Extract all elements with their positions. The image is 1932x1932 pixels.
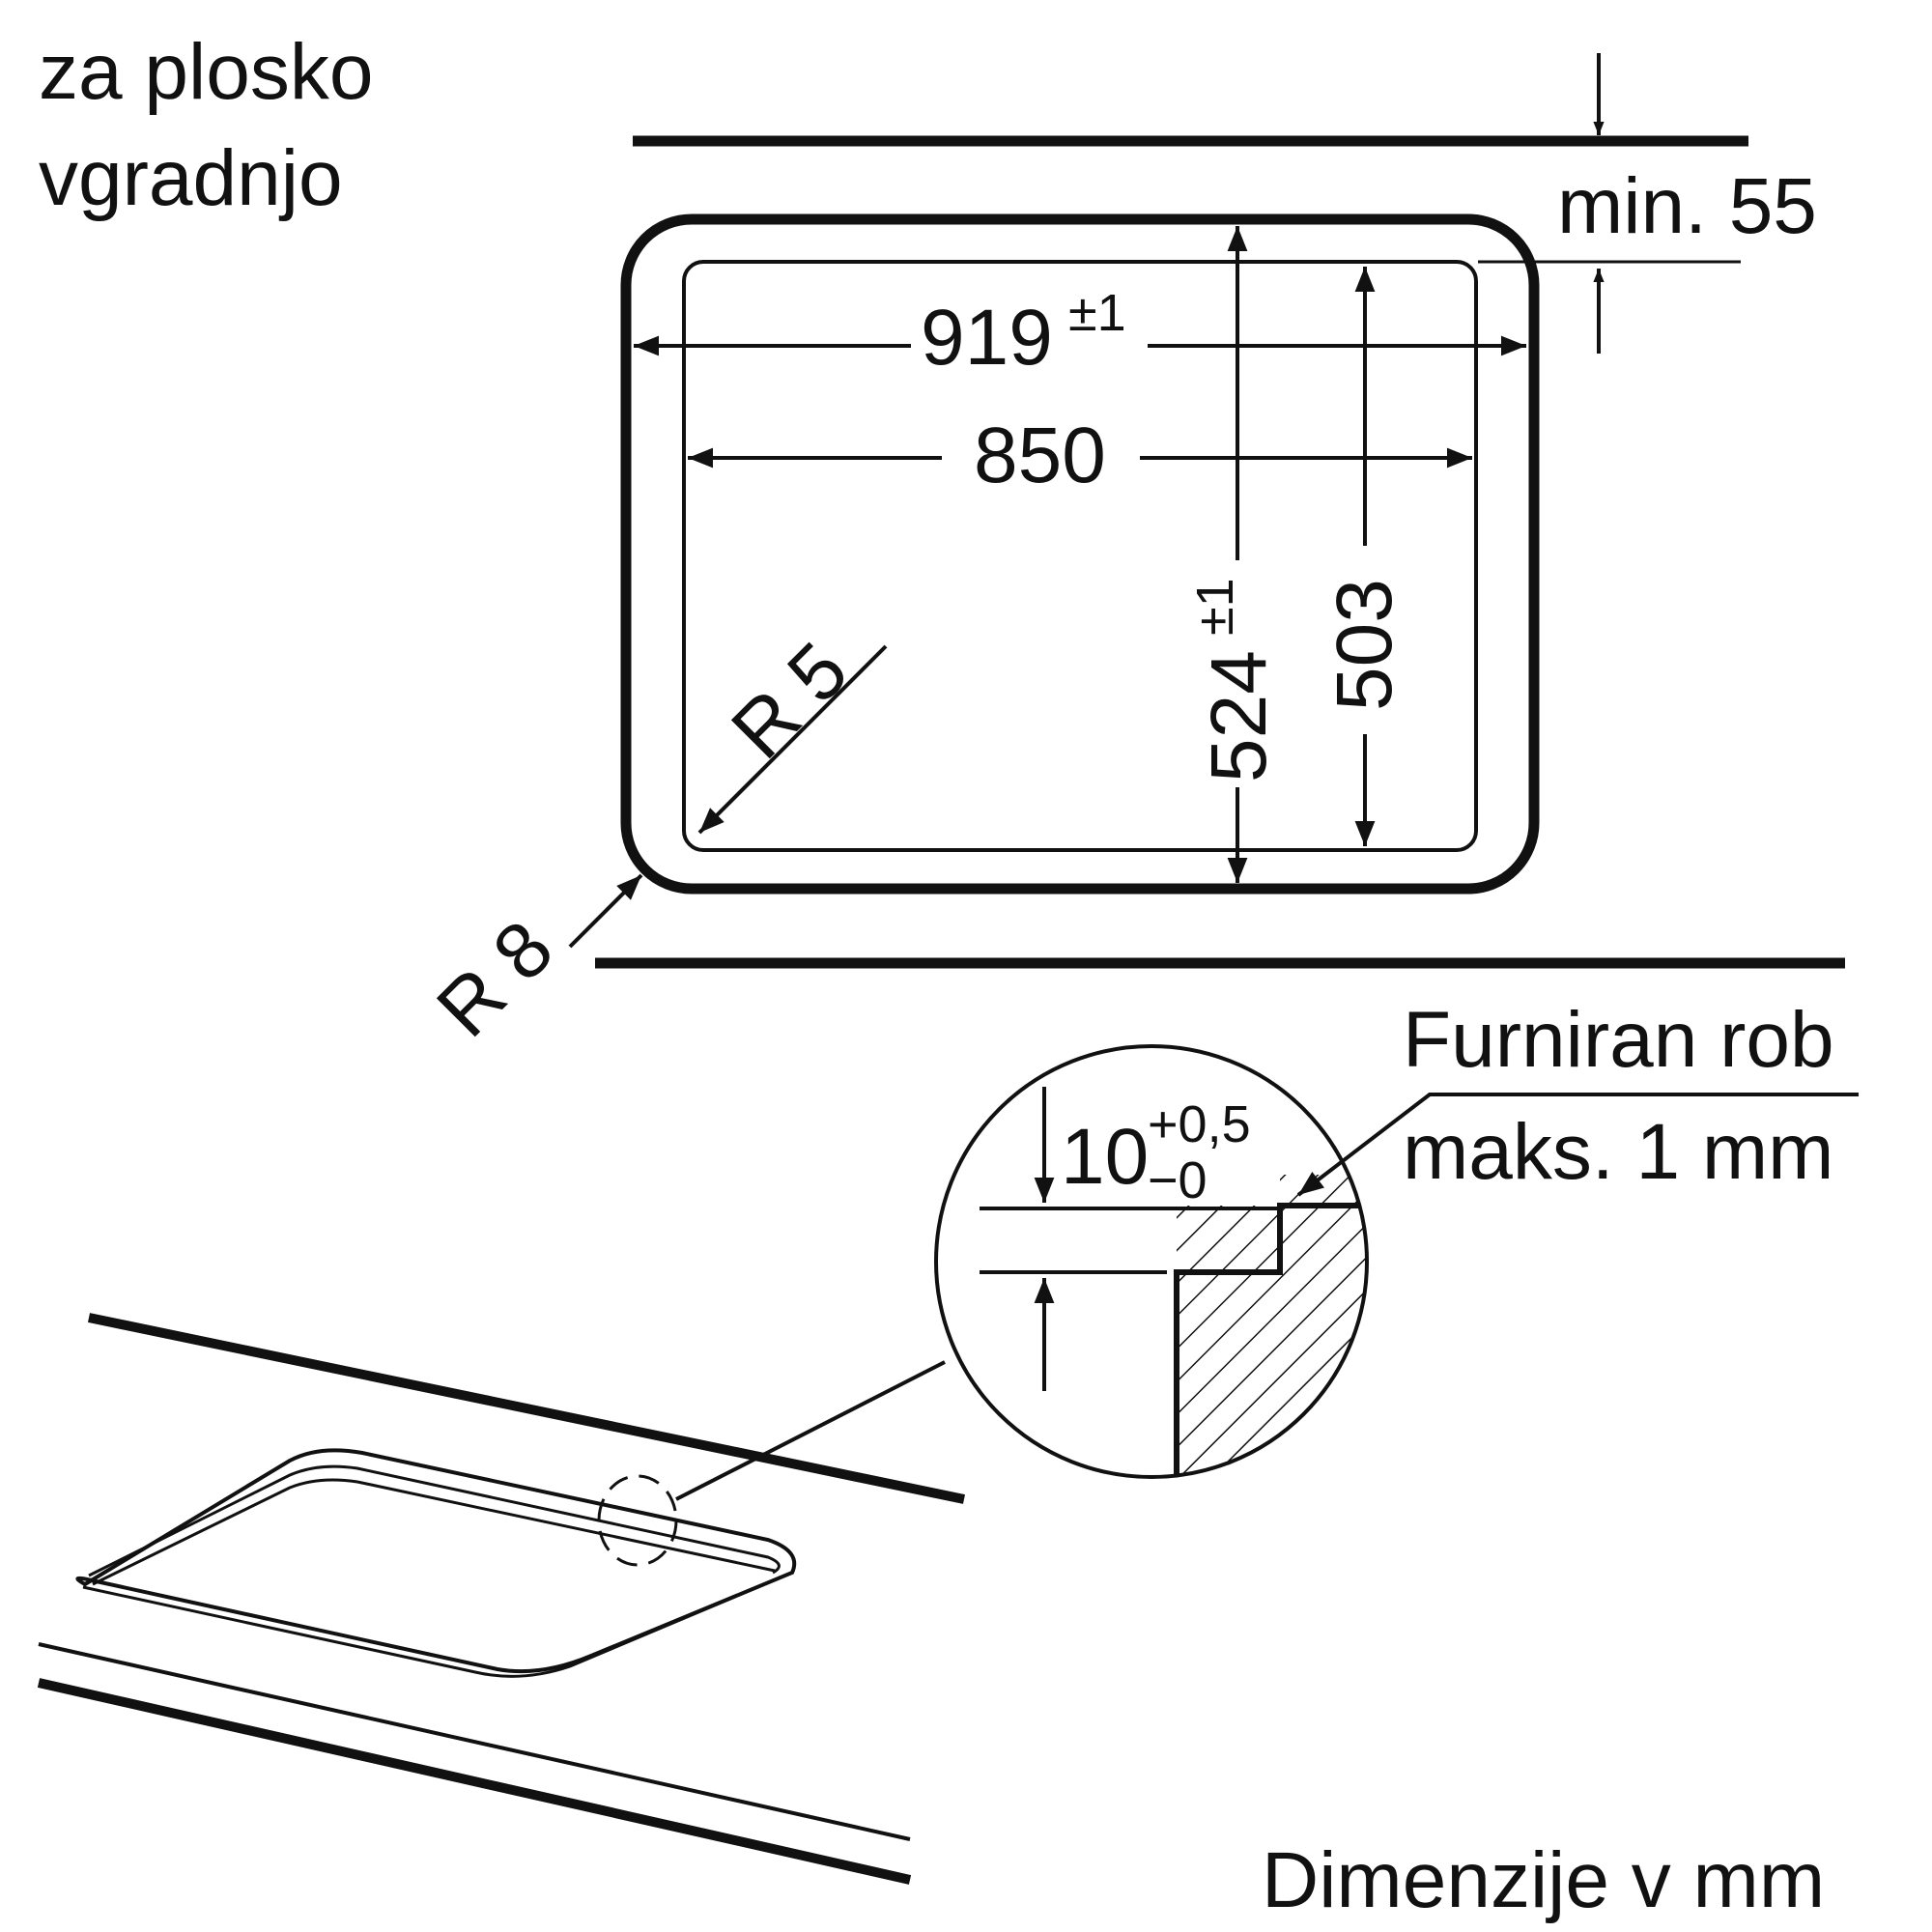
veneer-edge-label-line-2: maks. 1 mm bbox=[1403, 1108, 1833, 1196]
heading-line-1: za plosko bbox=[39, 28, 373, 116]
outer-depth-tolerance: ±1 bbox=[1186, 578, 1244, 636]
recess-tol-minus: −0 bbox=[1148, 1151, 1208, 1209]
hob-rim-line-2 bbox=[92, 1478, 776, 1586]
veneer-edge-leader bbox=[1296, 1093, 1859, 1197]
units-note: Dimenzije v mm bbox=[1262, 1836, 1825, 1924]
worktop-front-bottom-edge bbox=[37, 1678, 912, 1885]
inner-depth-value: 503 bbox=[1321, 579, 1408, 711]
heading-line-2: vgradnjo bbox=[39, 134, 343, 222]
outer-width-value: 919 bbox=[921, 294, 1053, 382]
outer-depth-value: 524 bbox=[1195, 650, 1283, 782]
inner-cutout-outline bbox=[682, 260, 1478, 852]
outer-radius-leader bbox=[568, 873, 643, 949]
detail-circle bbox=[934, 1044, 1369, 1479]
hob-outer-outline bbox=[75, 1448, 797, 1674]
inner-width-value: 850 bbox=[974, 412, 1106, 499]
recess-tol-plus: +0,5 bbox=[1148, 1095, 1251, 1153]
hob-front-edge bbox=[82, 1577, 780, 1678]
worktop-back-edge-perspective bbox=[87, 1313, 966, 1504]
perspective-view bbox=[37, 1313, 966, 1885]
detail-marker-circle bbox=[597, 1474, 678, 1567]
recess-value: 10 bbox=[1061, 1113, 1149, 1201]
inner-radius-leader bbox=[697, 644, 888, 835]
inner-radius-label: R 5 bbox=[715, 626, 865, 776]
min-gap-label: min. 55 bbox=[1557, 162, 1817, 250]
veneer-edge-label-line-1: Furniran rob bbox=[1403, 996, 1834, 1084]
worktop-front-top-edge bbox=[38, 1642, 911, 1841]
hob-rim-line-1 bbox=[88, 1464, 781, 1577]
worktop-section-profile bbox=[1174, 1203, 1367, 1477]
outer-cutout-outline bbox=[620, 213, 1540, 895]
outer-width-tolerance: ±1 bbox=[1068, 284, 1126, 342]
outer-radius-label: R 8 bbox=[420, 904, 570, 1054]
detail-leader-line bbox=[675, 1360, 946, 1501]
